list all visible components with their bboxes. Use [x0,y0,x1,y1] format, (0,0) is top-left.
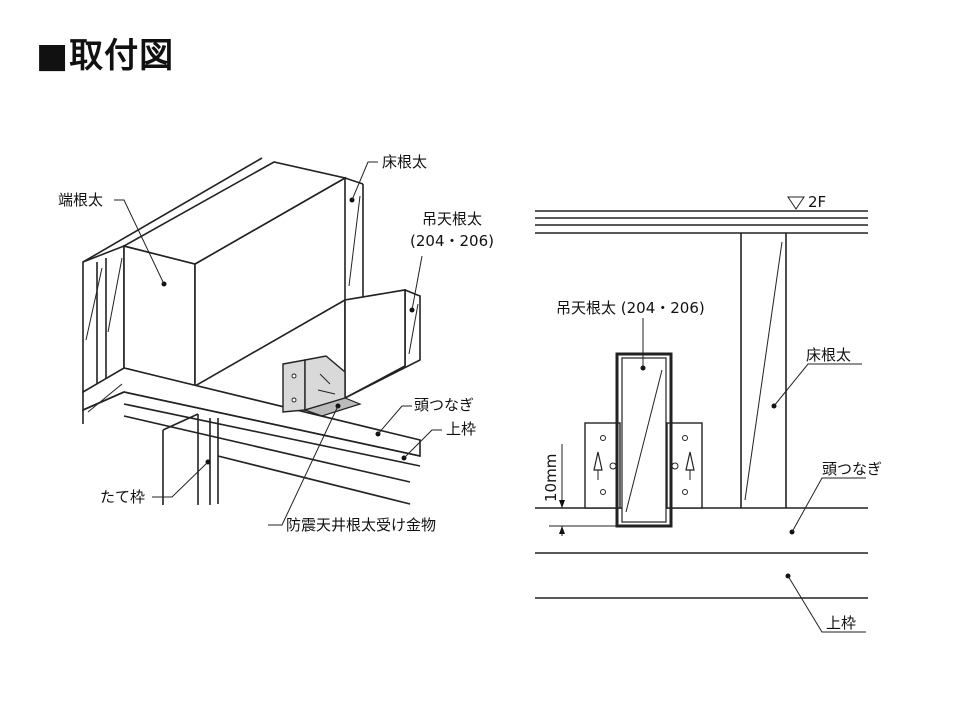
label-top-plate: 上枠 [446,420,476,438]
label-ceiling-joist: 吊天根太 [422,210,482,228]
label-end-joist: 端根太 [58,191,103,209]
label-stud: たて枠 [100,488,145,506]
isometric-view [82,157,442,526]
label-ceiling-joist-right: 吊天根太 (204・206) [556,299,705,317]
ceiling-joist-section [615,352,673,528]
label-top-plate-right: 上枠 [826,614,856,632]
page-title: ■取付図 [36,36,175,76]
stud [162,413,211,505]
floor-sheathing [535,210,868,234]
section-view [535,196,868,633]
label-floor-joist: 床根太 [382,153,427,171]
label-head-tie: 頭つなぎ [414,396,474,414]
label-head-tie-right: 頭つなぎ [822,460,882,478]
head-tie-top-plate [82,367,421,505]
label-gap-10mm: 10mm [542,454,560,502]
floor-joist-section [740,233,787,508]
label-ceiling-joist-size: (204・206) [410,232,494,250]
label-level-2f: 2F [808,193,826,211]
front-floor-joist [121,161,364,388]
ceiling-joist-block [344,289,421,400]
label-hanger: 防震天井根太受け金物 [286,516,436,534]
hanger-section [584,422,703,509]
label-floor-joist-right: 床根太 [806,346,851,364]
end-joist [82,244,125,394]
level-marker-icon [787,196,805,210]
head-tie-section [535,507,868,599]
hanger-bracket [282,355,362,417]
dimension-10mm [549,444,620,536]
